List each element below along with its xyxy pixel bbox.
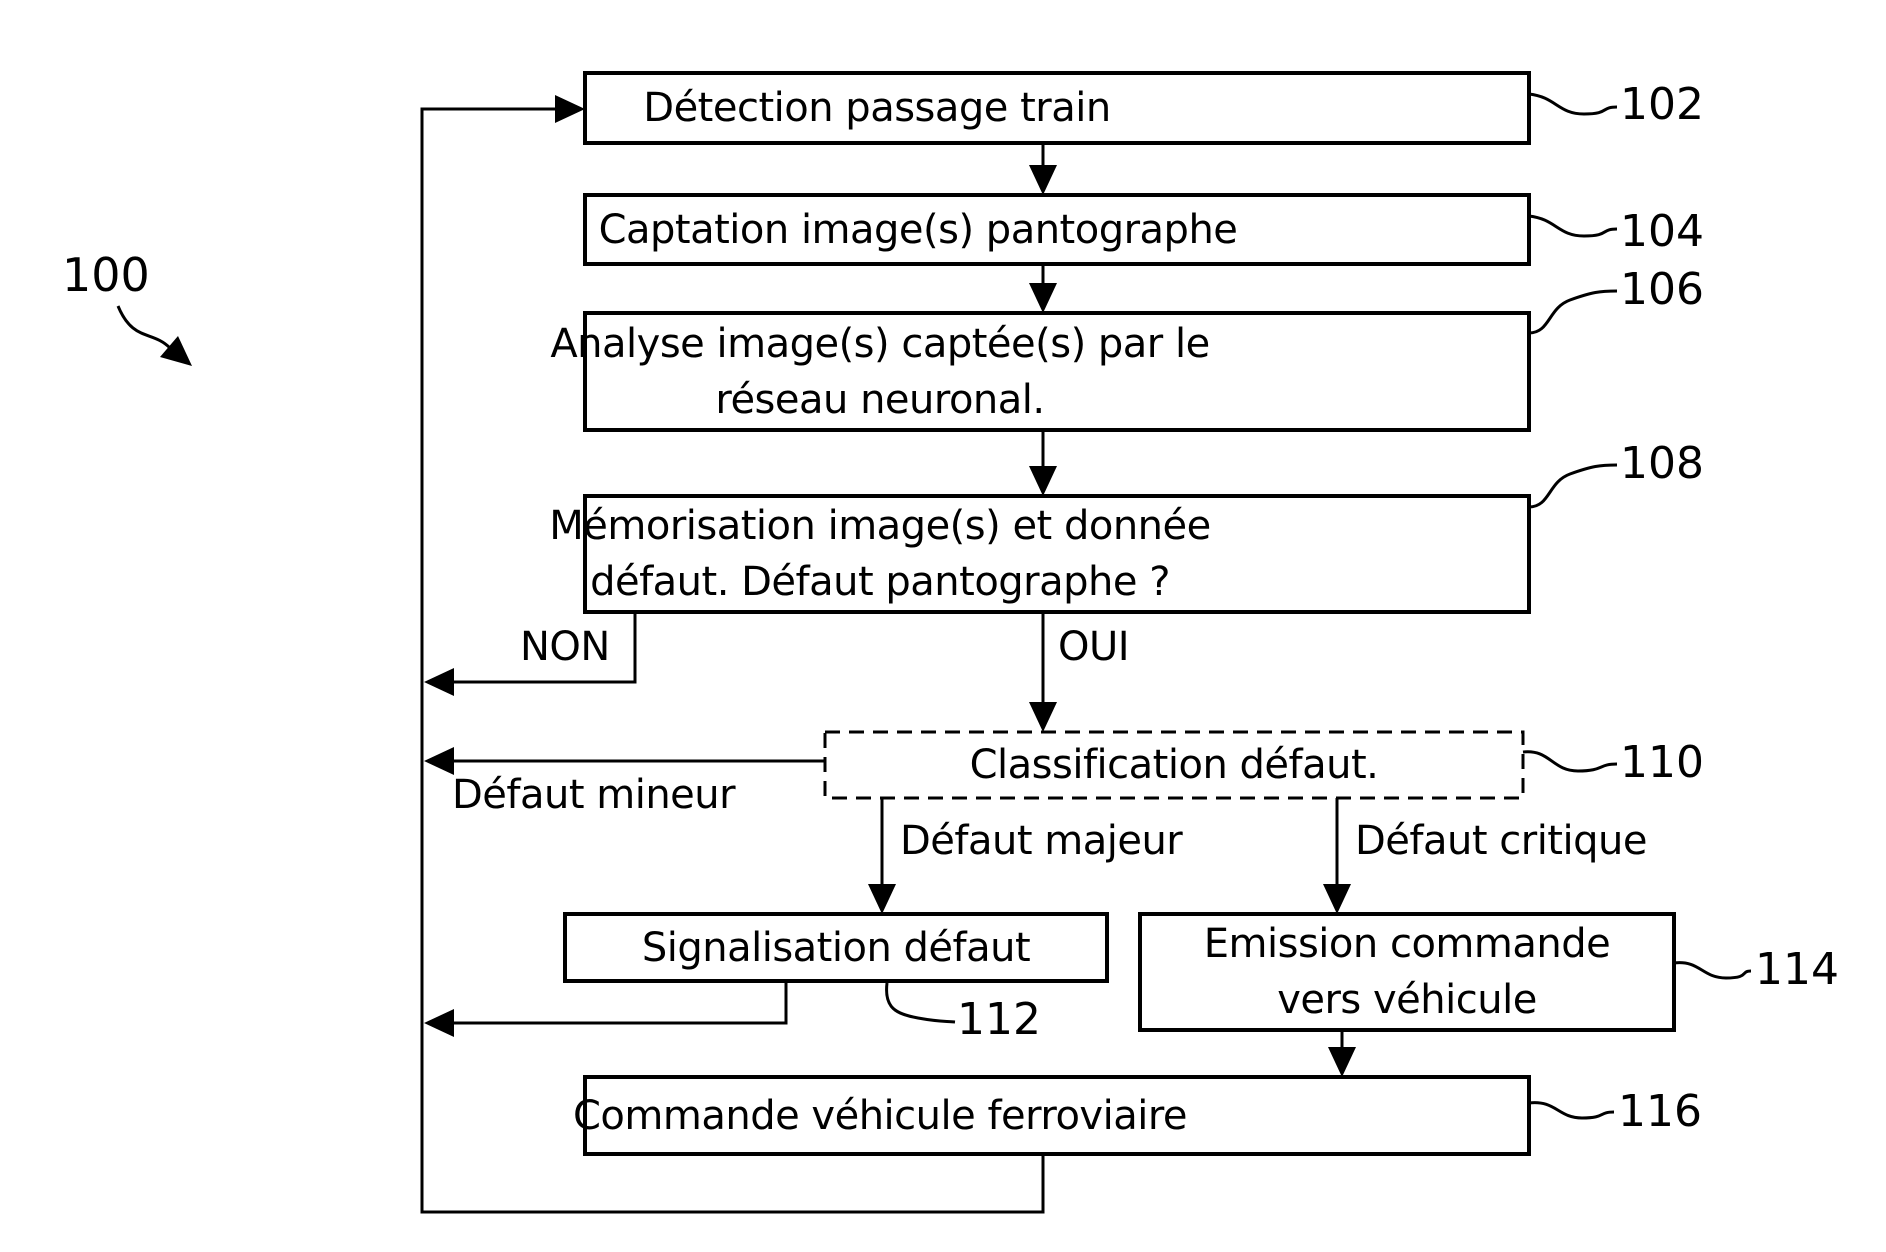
ref-104: 104 — [1620, 206, 1704, 257]
ref-116: 116 — [1618, 1086, 1702, 1137]
label-defaut-critique: Défaut critique — [1355, 818, 1647, 864]
label-non: NON — [520, 624, 610, 670]
box-outline-108 — [583, 494, 1531, 614]
arrowhead-oui-110 — [1029, 702, 1057, 732]
label-defaut-majeur: Défaut majeur — [900, 818, 1183, 864]
flow-box-112: Signalisation défaut — [565, 914, 1107, 981]
arrowhead-into-102 — [555, 95, 585, 123]
restart-loop-line — [420, 107, 1045, 1214]
flow-box-108-text-line2: défaut. Défaut pantographe ? — [590, 559, 1170, 605]
ref-102: 102 — [1620, 79, 1704, 130]
flow-box-106-text-line1: Analyse image(s) captée(s) par le — [550, 320, 1210, 367]
flow-box-114: Emission commande vers véhicule — [1140, 914, 1674, 1030]
flow-box-104: Captation image(s) pantographe — [585, 195, 1529, 264]
box-outline-104 — [583, 193, 1531, 266]
flow-box-102-text: Détection passage train — [643, 85, 1111, 131]
flow-box-106-text-line2: réseau neuronal. — [715, 376, 1045, 423]
box-outline-106 — [583, 311, 1531, 432]
flow-box-114-text-line2: vers véhicule — [1277, 977, 1537, 1023]
arrowhead-non-left — [424, 668, 454, 696]
squiggle-fig-ref — [116, 305, 172, 350]
reference-squiggles — [116, 92, 1752, 1120]
ref-100: 100 — [62, 248, 150, 302]
box-outline-116 — [583, 1075, 1531, 1156]
loop-lines — [420, 107, 1045, 1214]
flow-box-106: Analyse image(s) captée(s) par le réseau… — [550, 313, 1529, 430]
label-oui: OUI — [1058, 624, 1130, 670]
squiggle-114 — [1673, 961, 1752, 980]
arrowhead-114-116 — [1328, 1047, 1356, 1077]
flow-box-112-text: Signalisation défaut — [641, 924, 1031, 971]
ref-112: 112 — [957, 994, 1041, 1045]
label-defaut-mineur: Défaut mineur — [452, 772, 736, 818]
arrowhead-106-108 — [1029, 466, 1057, 496]
flow-box-116-text: Commande véhicule ferroviaire — [573, 1092, 1188, 1139]
box-outlines — [563, 71, 1676, 1156]
arrowhead-102-104 — [1029, 165, 1057, 195]
arrowhead-critical-114 — [1323, 884, 1351, 914]
ref-110: 110 — [1620, 737, 1704, 788]
flow-box-116: Commande véhicule ferroviaire — [573, 1077, 1529, 1154]
arrowhead-112-loop-left — [424, 1009, 454, 1037]
signalisation-loop-line — [428, 981, 788, 1025]
ref-106: 106 — [1620, 264, 1704, 315]
flow-box-104-text: Captation image(s) pantographe — [598, 206, 1238, 253]
arrowhead-minor-left — [424, 747, 454, 775]
squiggle-102 — [1528, 92, 1618, 116]
squiggle-106 — [1528, 289, 1618, 335]
box-outline-110 — [823, 730, 1525, 800]
squiggle-116 — [1528, 1101, 1615, 1120]
flow-box-114-text-line1: Emission commande — [1203, 921, 1611, 967]
box-outline-102 — [583, 71, 1531, 145]
box-outline-114 — [1138, 912, 1676, 1032]
flow-box-102: Détection passage train — [585, 73, 1529, 143]
squiggle-108 — [1528, 463, 1618, 509]
arrowhead-104-106 — [1029, 283, 1057, 313]
arrowheads — [160, 95, 1356, 1077]
flow-box-108: Mémorisation image(s) et donnée défaut. … — [549, 496, 1529, 612]
ref-108: 108 — [1620, 438, 1704, 489]
squiggle-110 — [1522, 750, 1618, 773]
flow-box-108-text-line1: Mémorisation image(s) et donnée — [549, 503, 1211, 549]
box-outline-112 — [563, 912, 1109, 983]
squiggle-112 — [885, 982, 956, 1024]
flow-box-110-text: Classification défaut. — [969, 742, 1379, 788]
non-branch-line — [428, 612, 637, 684]
ref-114: 114 — [1755, 944, 1839, 995]
arrowhead-fig-ref — [160, 336, 192, 366]
flow-box-110: Classification défaut. — [825, 732, 1523, 798]
arrowhead-major-112 — [868, 884, 896, 914]
squiggle-104 — [1528, 214, 1618, 238]
